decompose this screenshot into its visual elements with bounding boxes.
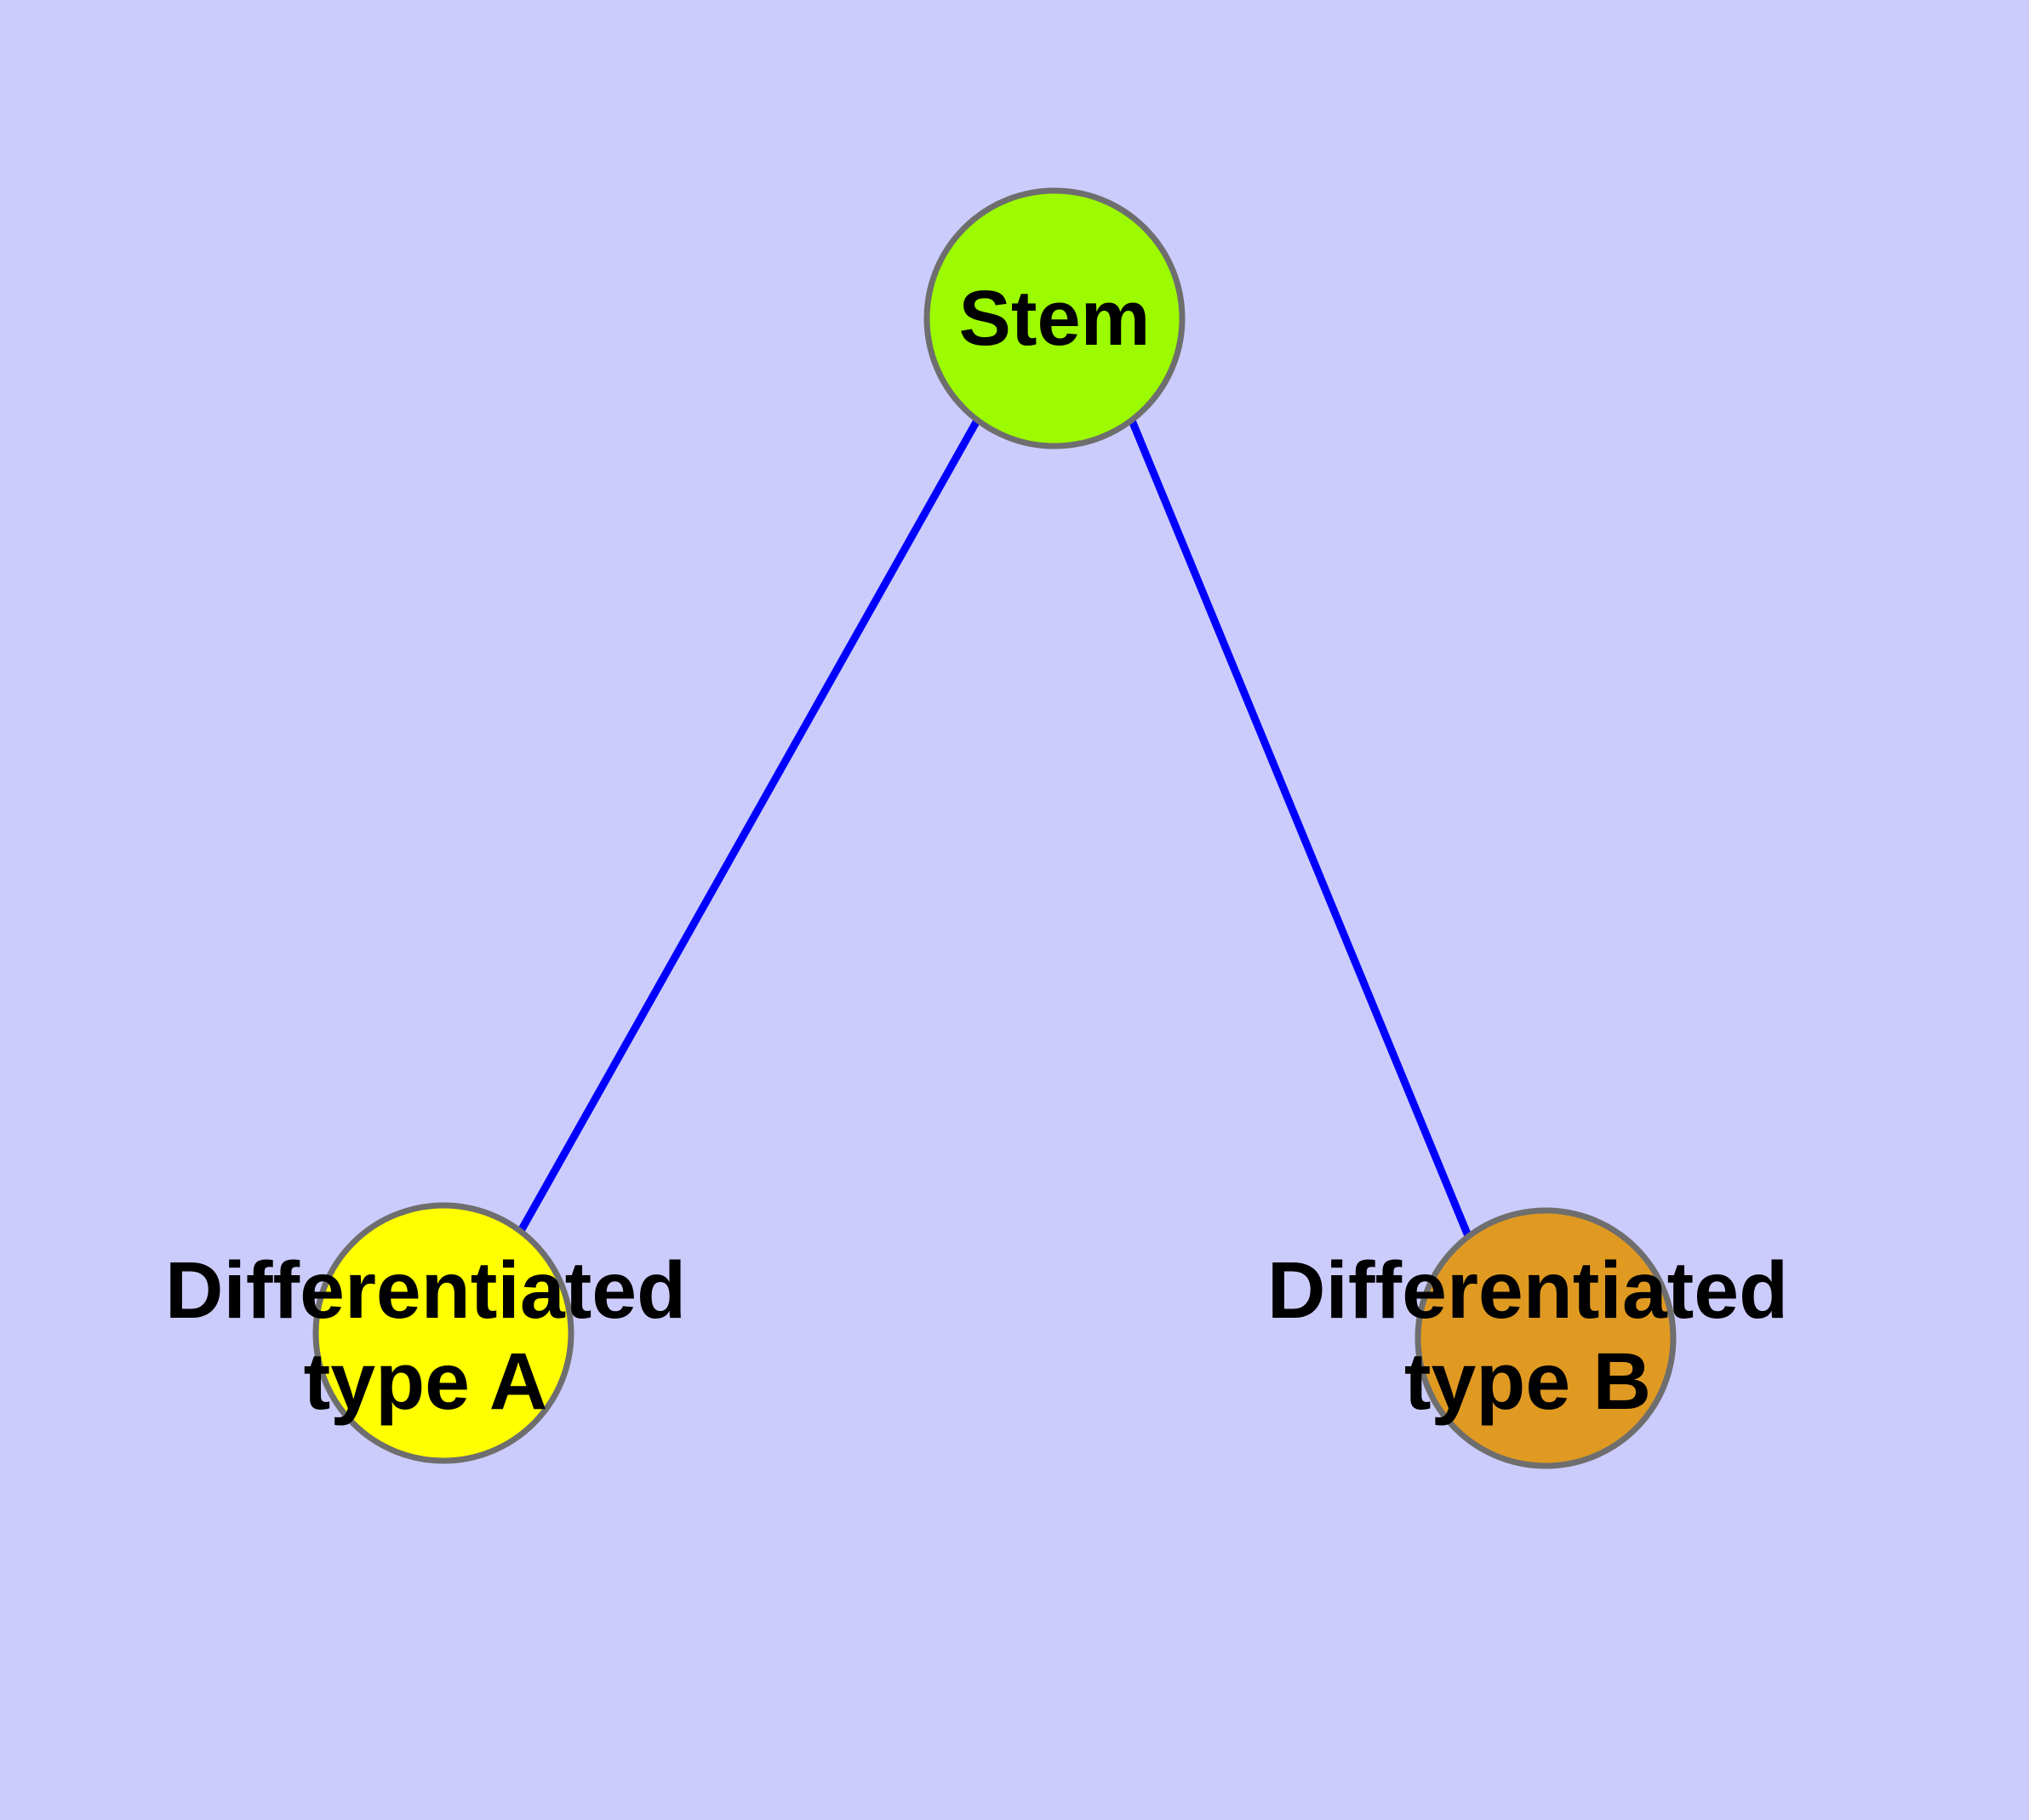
node-stem[interactable]: Stem xyxy=(923,187,1186,449)
node-label-line: Differentiated xyxy=(165,1245,686,1336)
node-label-line: type A xyxy=(304,1336,548,1427)
node-label-line: Differentiated xyxy=(1267,1245,1788,1336)
node-label-line: type B xyxy=(1404,1336,1651,1427)
edges-layer xyxy=(517,418,1472,1238)
node-circle-stem[interactable] xyxy=(923,187,1186,449)
node-circle-diff-a[interactable] xyxy=(312,1202,574,1464)
edge-stem-to-b xyxy=(1128,419,1472,1238)
node-circle-diff-b[interactable] xyxy=(1415,1207,1677,1469)
node-label-line: Stem xyxy=(959,275,1151,362)
node-label-stem: Stem xyxy=(959,275,1151,362)
edge-stem-to-a xyxy=(517,418,980,1233)
